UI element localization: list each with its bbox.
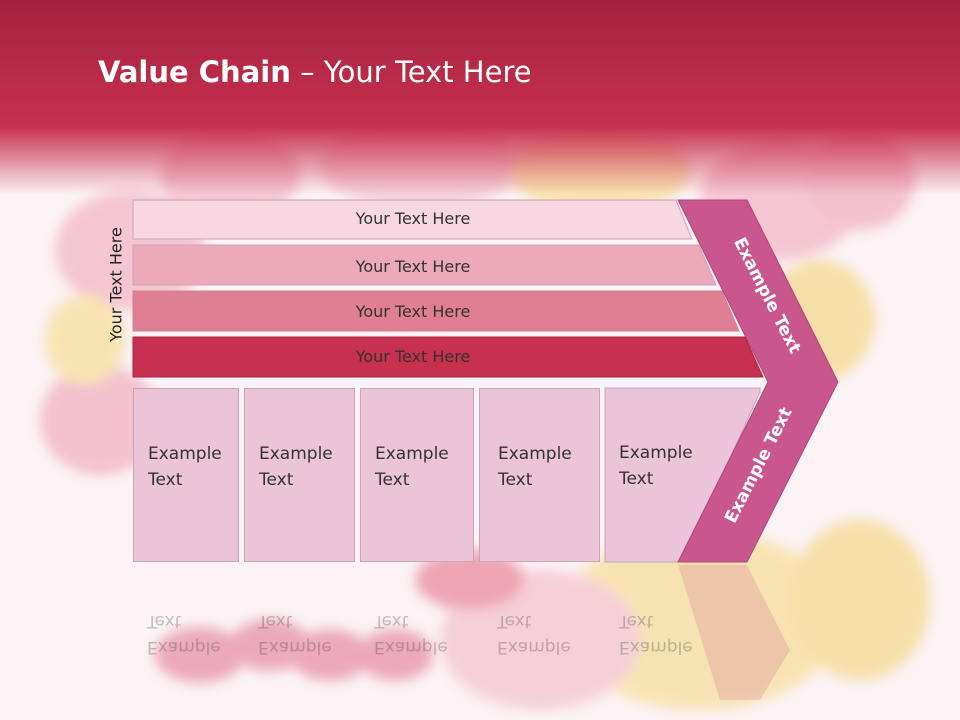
row-label-3: Your Text Here: [355, 302, 471, 321]
chevron-arrow: [677, 199, 839, 563]
title-bold: Value Chain: [98, 55, 291, 89]
title-separator: –: [290, 55, 324, 89]
page-title: Value Chain – Your Text Here: [98, 55, 532, 89]
row-label-4: Your Text Here: [355, 347, 471, 366]
row-bar-1: [132, 199, 693, 240]
title-rest: Your Text Here: [323, 55, 532, 89]
row-bar-2: [132, 244, 717, 286]
chevron-reflection: [678, 565, 790, 700]
row-label-2: Your Text Here: [355, 257, 471, 276]
row-bar-3: [132, 290, 740, 332]
row-label-1: Your Text Here: [355, 209, 471, 228]
header-band: [0, 0, 960, 195]
row-bar-4: [132, 336, 764, 378]
